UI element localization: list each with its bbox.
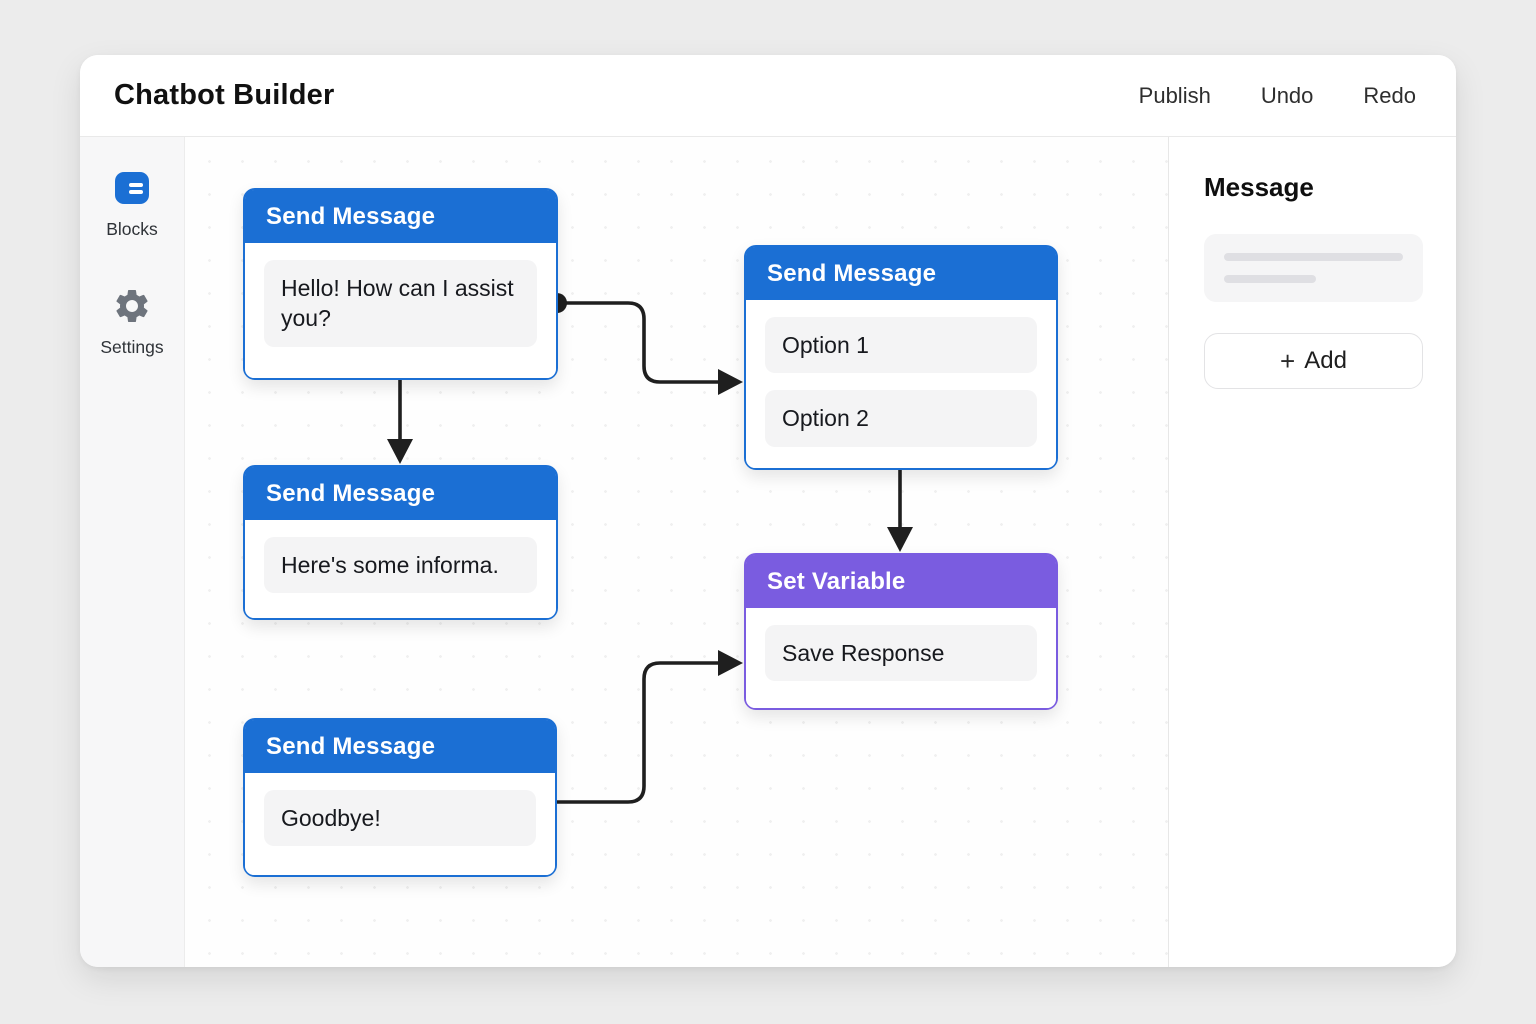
node-title: Set Variable: [746, 555, 1056, 608]
arrowhead-right: [718, 369, 743, 395]
publish-button[interactable]: Publish: [1138, 82, 1211, 108]
add-button-label: Add: [1304, 347, 1347, 374]
add-button[interactable]: + Add: [1204, 333, 1423, 389]
titlebar-actions: Publish Undo Redo: [1139, 83, 1416, 109]
redo-button[interactable]: Redo: [1363, 82, 1416, 108]
arrowhead-down: [387, 439, 413, 464]
edge-node1-node2: [555, 301, 724, 384]
page-title: Chatbot Builder: [114, 79, 335, 111]
sidebar-item-settings[interactable]: Settings: [100, 286, 164, 358]
skeleton-line: [1224, 253, 1403, 261]
node-body: Save Response: [746, 608, 1056, 708]
flow-node-send-message-2[interactable]: Send Message Option 1 Option 2: [744, 245, 1058, 470]
sidebar-item-label: Blocks: [106, 219, 158, 239]
sidebar-item-label: Settings: [100, 337, 164, 357]
app-window: Chatbot Builder Publish Undo Redo Blocks: [80, 55, 1456, 967]
node-body: Option 1 Option 2: [746, 300, 1056, 468]
inspector-title: Message: [1204, 172, 1314, 202]
node-body: Hello! How can I assist you?: [245, 243, 556, 378]
gear-icon: [112, 286, 152, 326]
node-option-1[interactable]: Option 1: [765, 317, 1037, 374]
node-title: Send Message: [245, 190, 556, 243]
flow-node-set-variable[interactable]: Set Variable Save Response: [744, 553, 1058, 710]
message-field-placeholder: [1204, 234, 1423, 302]
blocks-icon: [112, 168, 152, 208]
main-area: Blocks Settings: [80, 137, 1456, 967]
inspector-panel: Message + Add: [1168, 137, 1456, 967]
node-title: Send Message: [245, 720, 555, 773]
arrowhead-right: [718, 650, 743, 676]
skeleton-line: [1224, 275, 1316, 283]
node-body: Goodbye!: [245, 773, 555, 875]
node-message-text[interactable]: Goodbye!: [264, 790, 536, 847]
node-body: Here's some informa.: [245, 520, 556, 618]
flow-node-send-message-4[interactable]: Send Message Goodbye!: [243, 718, 557, 877]
flow-node-send-message-3[interactable]: Send Message Here's some informa.: [243, 465, 558, 620]
node-title: Send Message: [245, 467, 556, 520]
flow-node-send-message-1[interactable]: Send Message Hello! How can I assist you…: [243, 188, 558, 380]
edge-node5-node4: [555, 661, 724, 804]
titlebar: Chatbot Builder Publish Undo Redo: [80, 55, 1456, 137]
flow-canvas[interactable]: Send Message Hello! How can I assist you…: [185, 137, 1168, 967]
sidebar-item-blocks[interactable]: Blocks: [106, 168, 158, 240]
arrowhead-down: [887, 527, 913, 552]
node-message-text[interactable]: Hello! How can I assist you?: [264, 260, 537, 347]
sidebar: Blocks Settings: [80, 137, 185, 967]
node-variable-text[interactable]: Save Response: [765, 625, 1037, 682]
node-title: Send Message: [746, 247, 1056, 300]
undo-button[interactable]: Undo: [1260, 82, 1314, 108]
node-option-2[interactable]: Option 2: [765, 390, 1037, 447]
node-message-text[interactable]: Here's some informa.: [264, 537, 537, 594]
plus-icon: +: [1280, 345, 1296, 376]
